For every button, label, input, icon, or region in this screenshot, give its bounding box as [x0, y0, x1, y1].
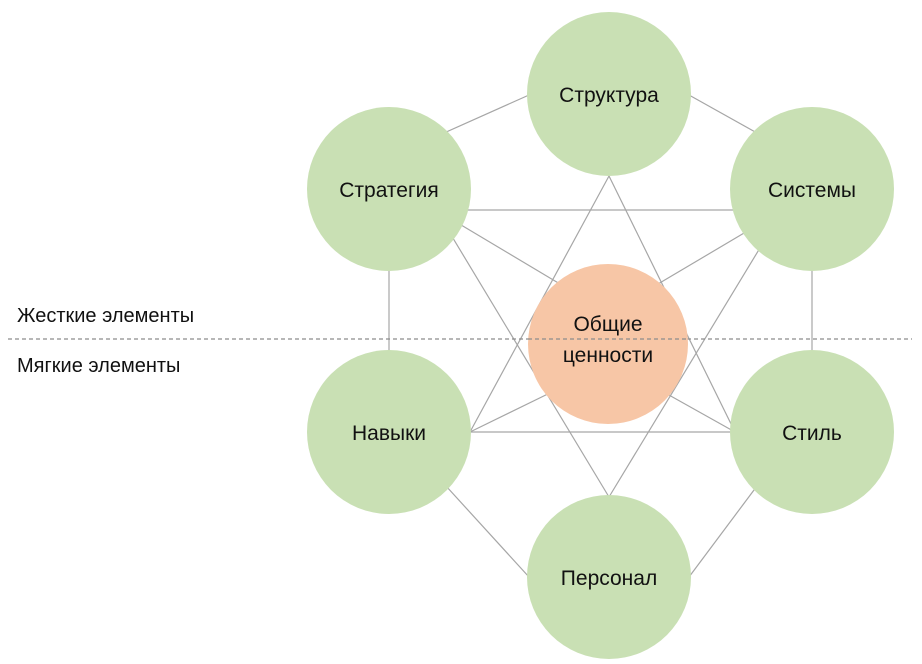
node-systems-label: Системы — [768, 179, 856, 202]
node-structure: Структура — [527, 12, 691, 176]
soft-elements-label: Мягкие элементы — [17, 355, 180, 377]
connector-structure-systems — [688, 94, 758, 134]
star-strategy-staff — [435, 209, 610, 498]
spoke-skills-center — [469, 389, 557, 433]
node-shared-values-label-line2: ценности — [563, 344, 653, 367]
node-structure-circle — [527, 12, 691, 176]
node-strategy: Стратегия — [307, 107, 471, 271]
outer-connectors — [388, 94, 813, 578]
node-skills: Навыки — [307, 350, 471, 514]
connector-structure-strategy — [443, 94, 530, 134]
node-strategy-circle — [307, 107, 471, 271]
node-shared-values-label-line1: Общие — [573, 313, 642, 336]
node-structure-label: Структура — [559, 84, 659, 107]
node-style-circle — [730, 350, 894, 514]
node-style-label: Стиль — [782, 422, 842, 445]
node-style: Стиль — [730, 350, 894, 514]
node-systems-circle — [730, 107, 894, 271]
node-skills-circle — [307, 350, 471, 514]
connector-skills-staff — [445, 485, 530, 578]
node-staff-circle — [527, 495, 691, 659]
spoke-style-center — [659, 389, 736, 433]
node-staff: Персонал — [527, 495, 691, 659]
node-shared-values-circle — [528, 264, 688, 424]
node-strategy-label: Стратегия — [339, 179, 439, 202]
connector-style-staff — [688, 485, 758, 578]
hard-elements-label: Жесткие элементы — [17, 305, 194, 327]
node-shared-values: Общие ценности — [528, 264, 688, 424]
node-systems: Системы — [730, 107, 894, 271]
node-staff-label: Персонал — [561, 567, 657, 590]
node-skills-label: Навыки — [352, 422, 426, 445]
